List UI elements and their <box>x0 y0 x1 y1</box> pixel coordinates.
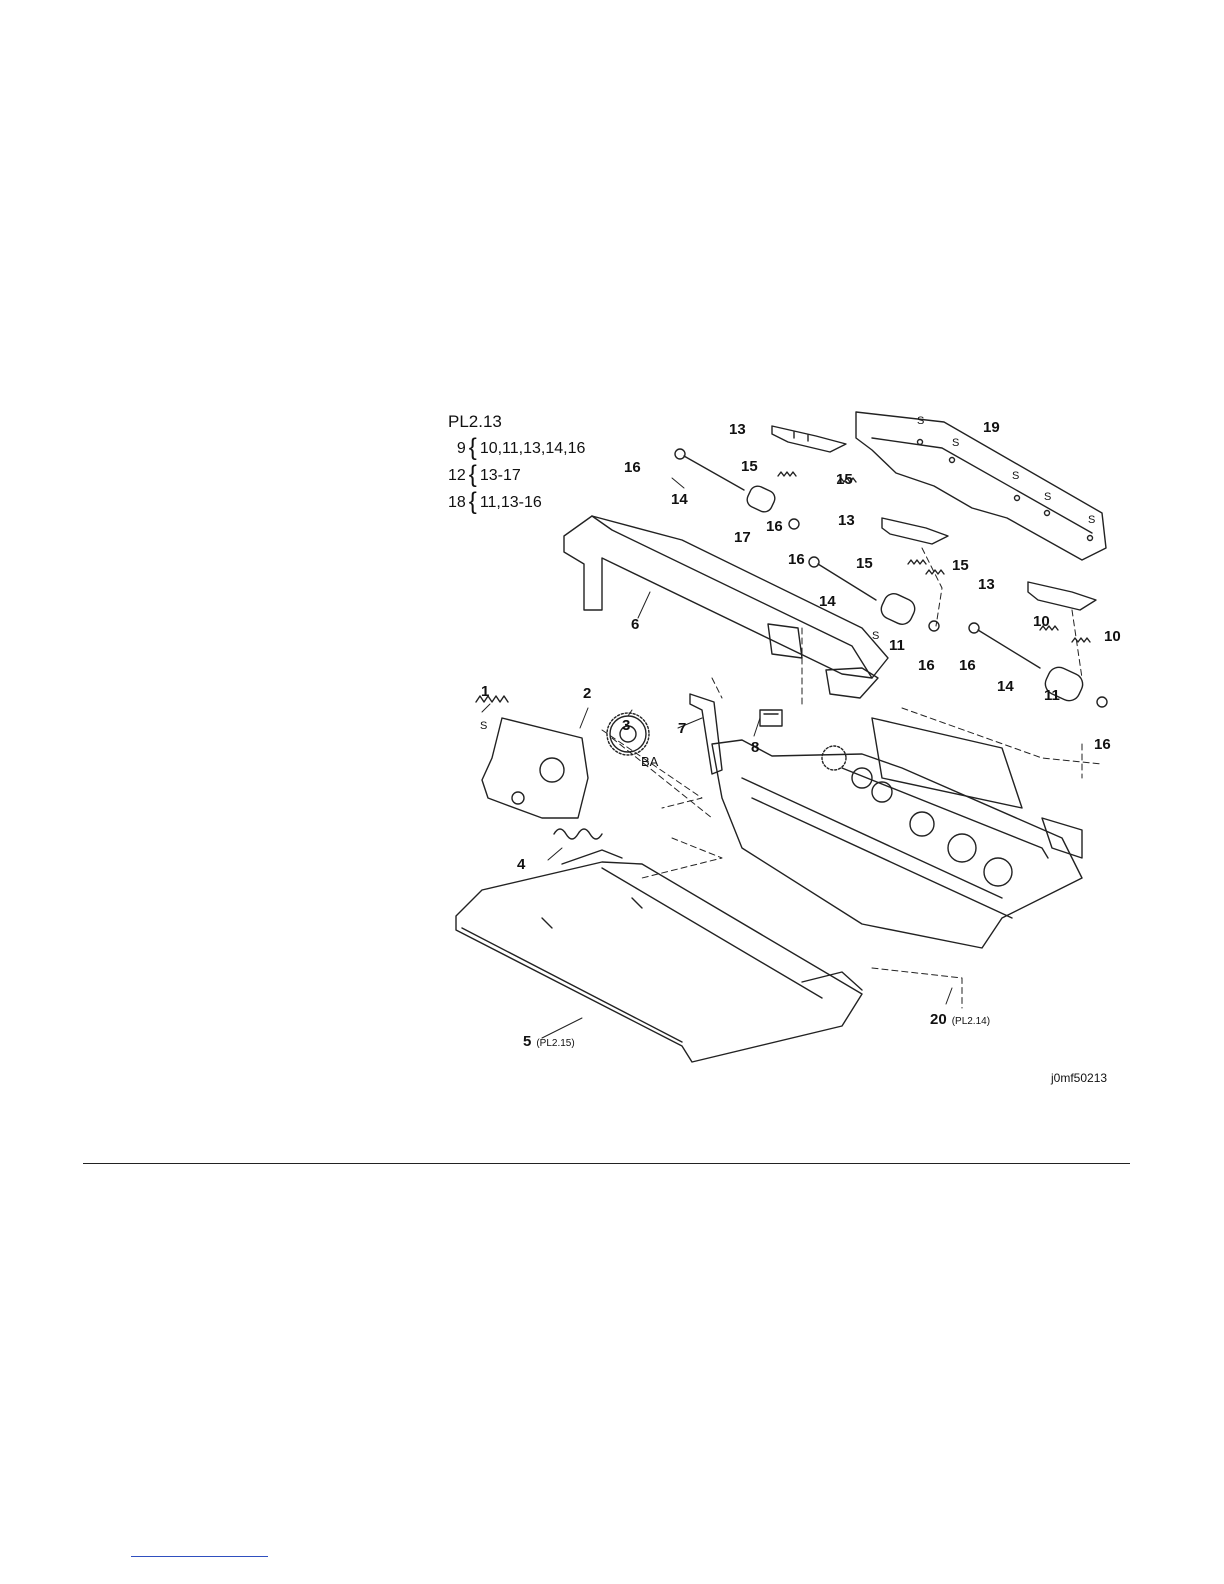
sensor-8 <box>760 710 782 726</box>
legend-parent: 12 <box>448 467 466 484</box>
callout-20: 20 (PL2.14) <box>930 1012 990 1030</box>
callout-17: 17 <box>734 530 751 546</box>
callout-16-f: 16 <box>1094 737 1111 753</box>
screw-mark: S <box>1088 514 1095 526</box>
document-tray-5 <box>456 850 862 1062</box>
upper-cover-6 <box>564 516 888 698</box>
screw-mark: S <box>917 415 924 427</box>
callout-20-ref: (PL2.14) <box>952 1016 990 1027</box>
callout-14-middle: 14 <box>819 594 836 610</box>
callout-16-e: 16 <box>959 658 976 674</box>
bracket-13-lower <box>1028 582 1096 610</box>
callout-15-b: 15 <box>836 472 853 488</box>
callout-15-d: 15 <box>952 558 969 574</box>
callout-20-number: 20 <box>930 1011 947 1028</box>
callout-16-b: 16 <box>766 519 783 535</box>
callout-11-middle: 11 <box>889 638 905 654</box>
bracket-13-middle <box>882 518 948 544</box>
callout-5-number: 5 <box>523 1033 531 1050</box>
callout-15-a: 15 <box>741 459 758 475</box>
legend-children: 13-17 <box>480 467 521 484</box>
callout-13-top: 13 <box>729 422 746 438</box>
callout-19: 19 <box>983 420 1000 436</box>
bracket-19 <box>856 412 1106 560</box>
callout-16-c: 16 <box>788 552 805 568</box>
page-divider <box>83 1163 1130 1164</box>
legend-parent: 18 <box>448 494 466 511</box>
brace-glyph: { <box>469 461 477 488</box>
screw-mark: S <box>1012 470 1019 482</box>
parts-legend: PL2.13 9{10,11,13,14,16 12{13-17 18{11,1… <box>448 410 585 515</box>
callout-5: 5 (PL2.15) <box>523 1034 575 1052</box>
callout-13-lower: 13 <box>978 577 995 593</box>
callout-13-middle: 13 <box>838 513 855 529</box>
shaft-14-lower <box>969 623 1107 707</box>
actuator-7 <box>690 694 722 774</box>
brace-glyph: { <box>469 488 477 515</box>
figure-code: j0mf50213 <box>1051 1071 1107 1085</box>
callout-4: 4 <box>517 857 525 873</box>
legend-title: PL2.13 <box>448 410 585 434</box>
legend-children: 11,13-16 <box>480 494 542 511</box>
footer-link[interactable] <box>131 1556 268 1557</box>
legend-row: 12{13-17 <box>448 461 585 488</box>
callout-3: 3 <box>622 718 630 734</box>
brace-glyph: { <box>469 434 477 461</box>
callout-7: 7 <box>678 721 686 737</box>
callout-15-c: 15 <box>856 556 873 572</box>
callout-10-upper: 10 <box>1033 614 1050 630</box>
screw-mark: S <box>872 630 879 642</box>
bracket-13-top <box>772 426 846 452</box>
callout-ba: BA <box>641 754 658 770</box>
callout-8: 8 <box>751 740 759 756</box>
spring-4 <box>554 829 602 839</box>
legend-row: 9{10,11,13,14,16 <box>448 434 585 461</box>
callout-14-lower: 14 <box>997 679 1014 695</box>
shaft-14-upper <box>675 449 799 529</box>
callout-1: 1 <box>481 684 489 700</box>
callout-5-ref: (PL2.15) <box>536 1038 574 1049</box>
legend-row: 18{11,13-16 <box>448 488 585 515</box>
callout-16-d: 16 <box>918 658 935 674</box>
screw-mark: S <box>480 720 487 732</box>
callout-6: 6 <box>631 617 639 633</box>
callout-11-lower: 11 <box>1044 688 1060 704</box>
legend-parent: 9 <box>457 440 466 457</box>
screw-mark: S <box>952 437 959 449</box>
legend-children: 10,11,13,14,16 <box>480 440 586 457</box>
screw-mark: S <box>1044 491 1051 503</box>
side-frame <box>482 718 588 818</box>
callout-14-upper: 14 <box>671 492 688 508</box>
callout-10-lower: 10 <box>1104 629 1121 645</box>
callout-16-a: 16 <box>624 460 641 476</box>
callout-2: 2 <box>583 686 591 702</box>
